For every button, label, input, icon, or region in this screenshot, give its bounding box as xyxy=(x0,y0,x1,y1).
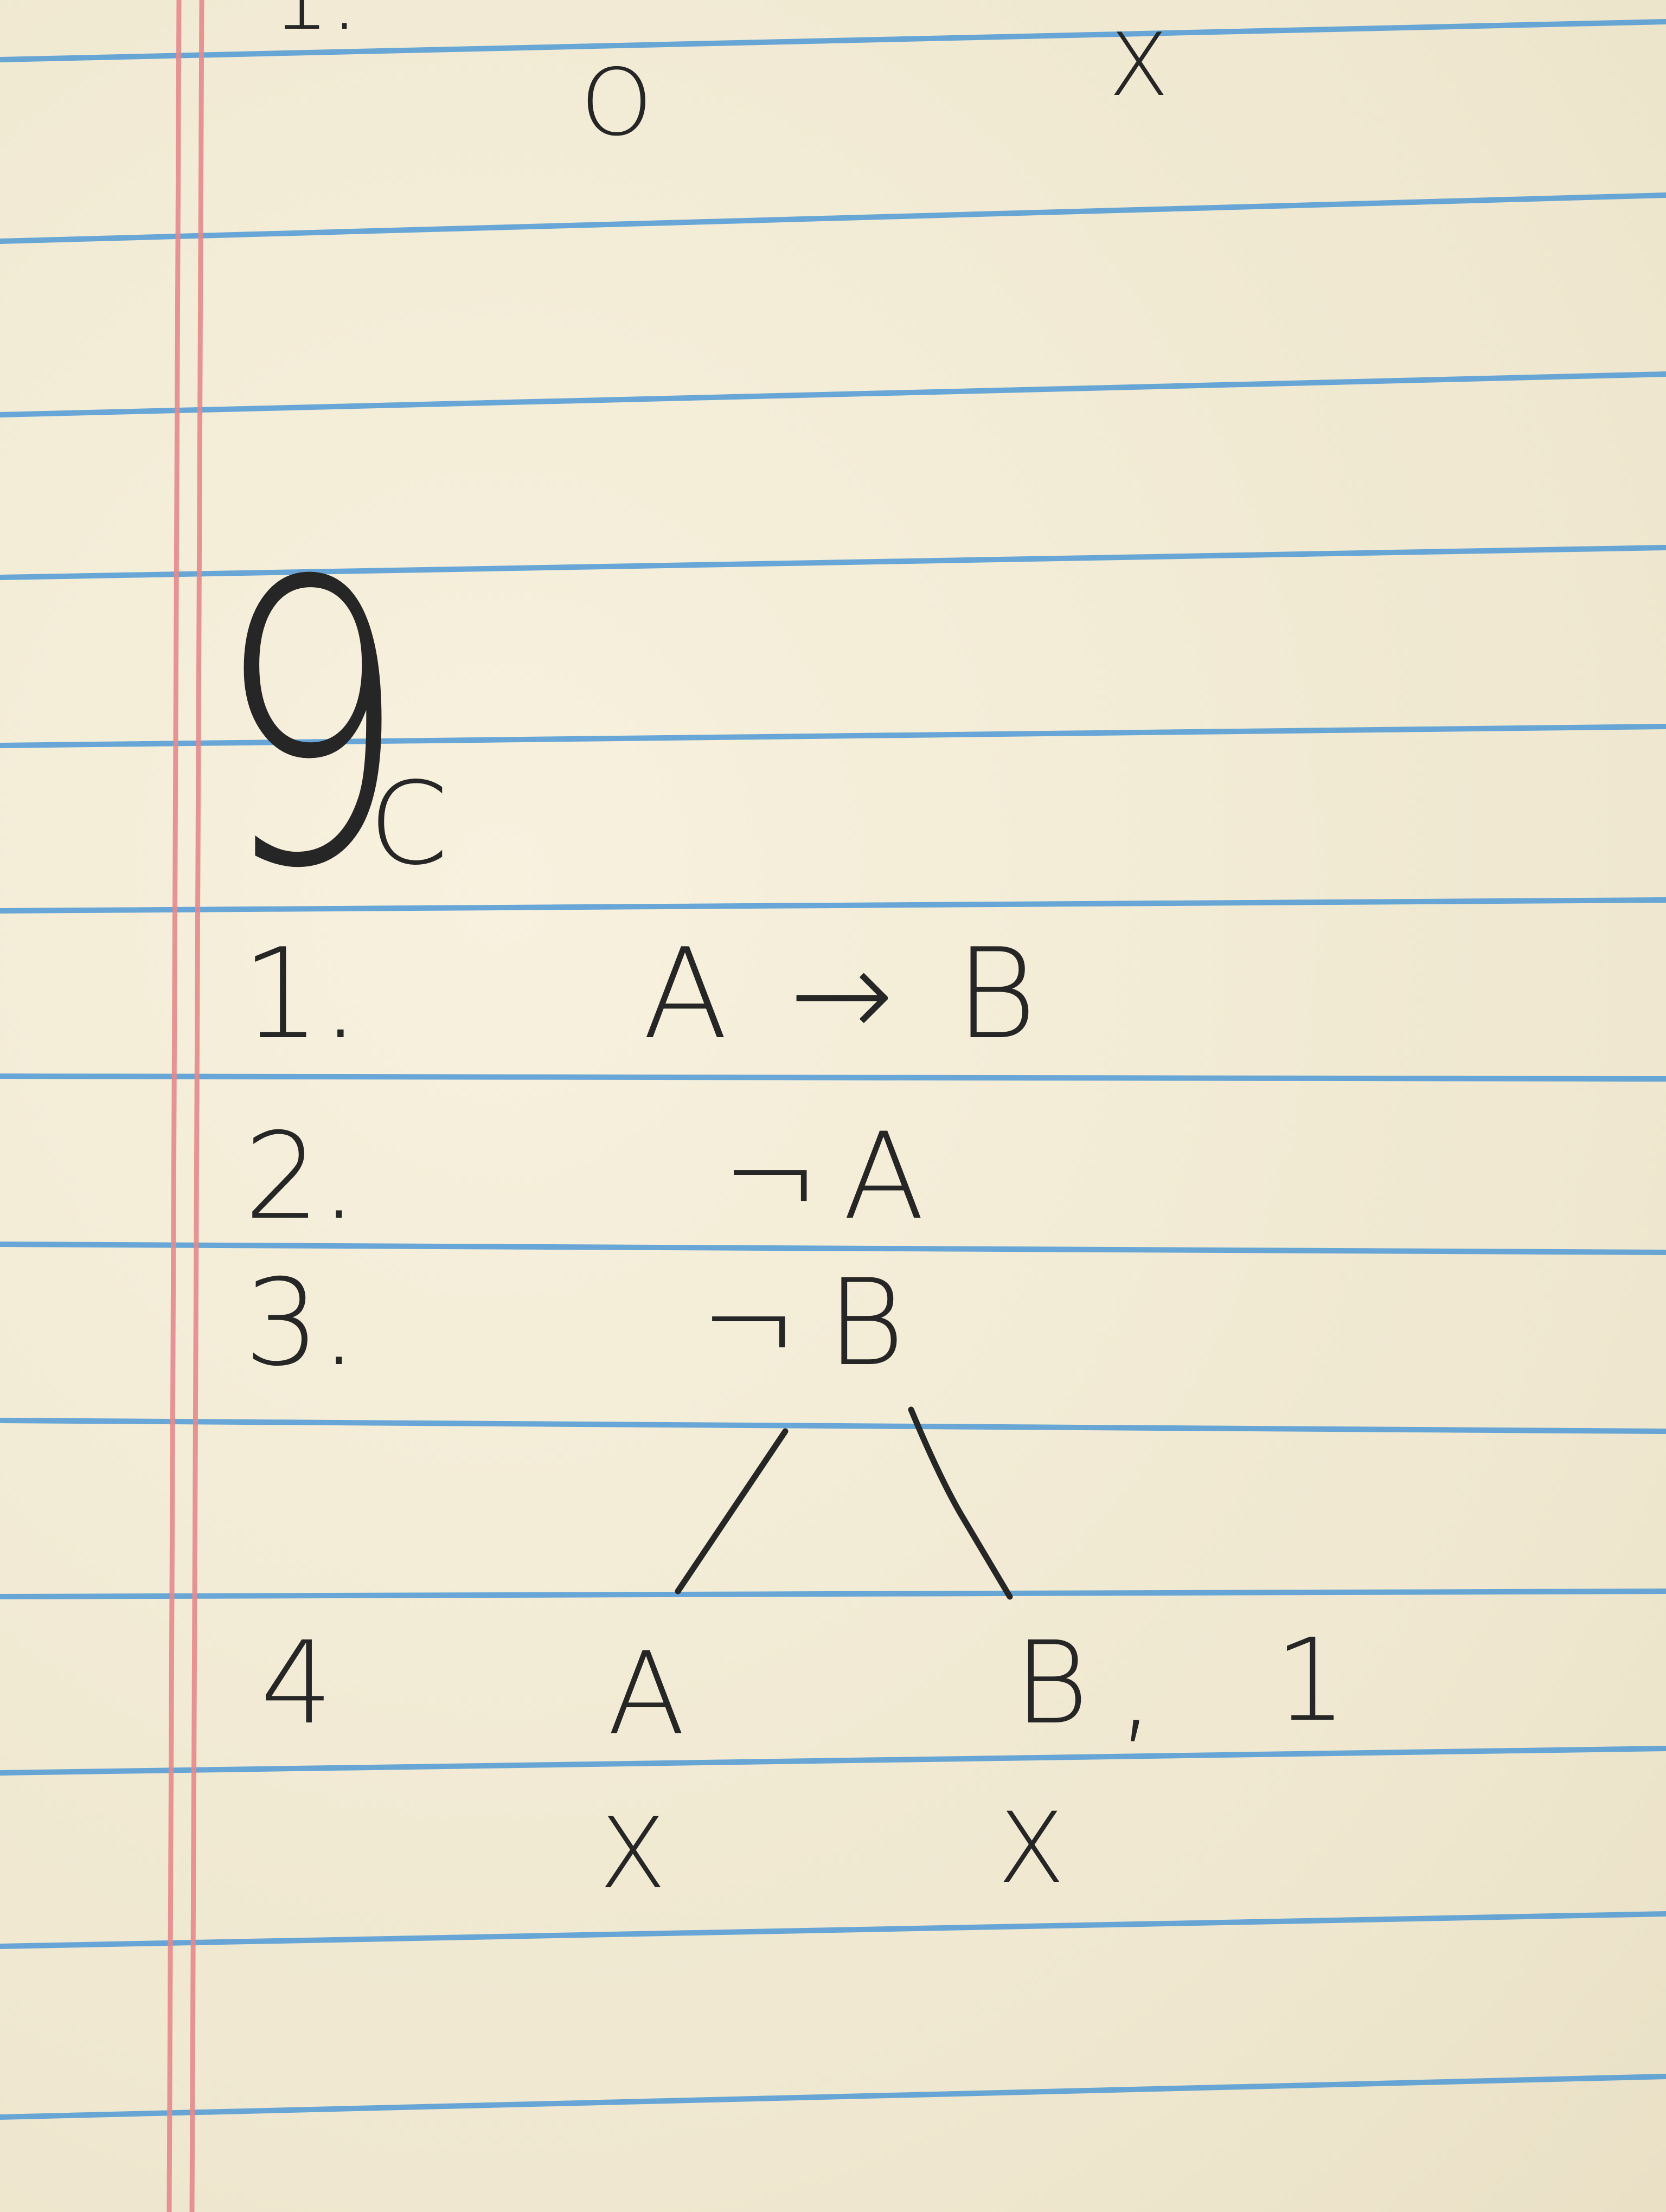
line-1-number: 1. xyxy=(241,922,361,1067)
tree-branches xyxy=(675,1406,1013,1600)
line-2-formula: ¬A xyxy=(721,1107,946,1246)
top-item-number: 1. xyxy=(271,0,359,43)
branch-justification: 1 xyxy=(1274,1614,1347,1747)
top-open-mark: O xyxy=(580,49,653,157)
left-branch-close-mark: X xyxy=(599,1797,667,1911)
left-leaf: A xyxy=(607,1628,685,1760)
left-branch-stroke xyxy=(675,1428,789,1594)
right-branch-stroke xyxy=(908,1406,1013,1600)
right-leaf: B xyxy=(1014,1617,1089,1750)
problem-number: 9 xyxy=(214,499,408,954)
problem-part: C xyxy=(369,757,448,890)
line-3-formula: ¬B xyxy=(700,1253,932,1392)
line-2-number: 2. xyxy=(244,1107,358,1246)
top-cross-mark: X xyxy=(1109,14,1169,115)
line-1-formula: A → B xyxy=(643,922,1048,1067)
branch-separator: , xyxy=(1117,1617,1155,1756)
line-4-number: 4 xyxy=(260,1617,333,1750)
line-3-number: 3. xyxy=(244,1253,358,1392)
right-branch-close-mark: X xyxy=(998,1792,1065,1905)
